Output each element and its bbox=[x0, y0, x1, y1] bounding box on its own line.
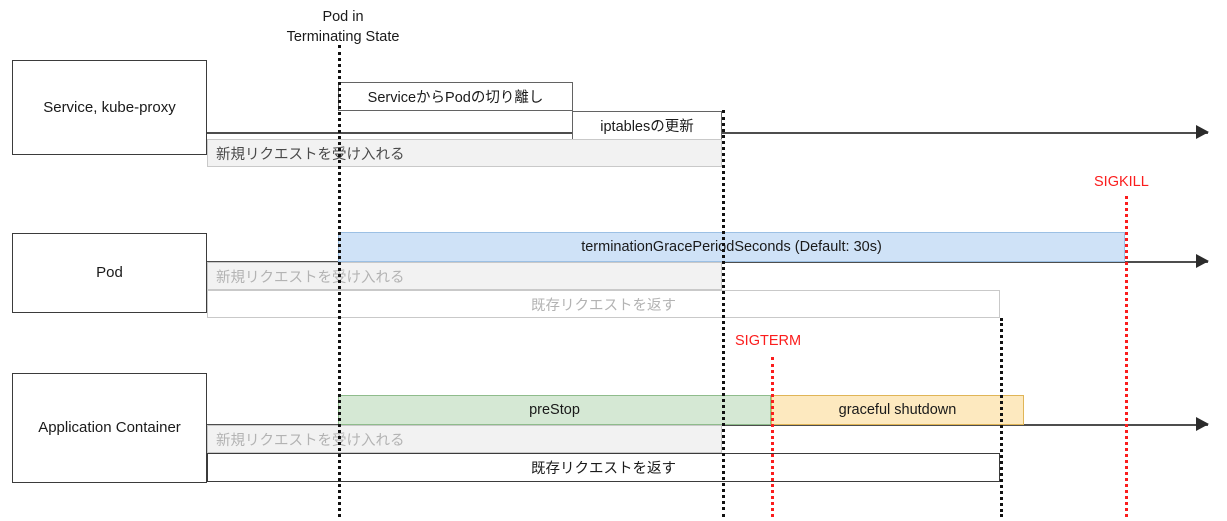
bar-service-accept-new-requests: 新規リクエストを受け入れる bbox=[207, 139, 722, 167]
lane-label-application-container: Application Container bbox=[12, 373, 207, 483]
marker-line-endpoint-removed bbox=[722, 110, 725, 517]
marker-line-prestop-end bbox=[1000, 318, 1003, 517]
marker-line-sigterm bbox=[771, 357, 774, 517]
bar-graceful-shutdown: graceful shutdown bbox=[771, 395, 1024, 425]
pod-terminating-state-annotation: Pod in Terminating State bbox=[286, 9, 400, 45]
sigkill-label: SIGKILL bbox=[1094, 174, 1149, 190]
marker-line-sigkill bbox=[1125, 196, 1128, 517]
lane-label-pod: Pod bbox=[12, 233, 207, 313]
bar-pod-accept-new-requests: 新規リクエストを受け入れる bbox=[207, 262, 722, 290]
marker-line-terminating-start bbox=[338, 45, 341, 517]
bar-pod-return-existing-requests: 既存リクエストを返す bbox=[207, 290, 1000, 318]
bar-pre-stop: preStop bbox=[338, 395, 771, 425]
lane-label-service-kube-proxy: Service, kube-proxy bbox=[12, 60, 207, 155]
timeline-arrow-service-icon bbox=[1196, 125, 1209, 139]
sigterm-label: SIGTERM bbox=[735, 333, 802, 349]
bar-termination-grace-period-seconds: terminationGracePeriodSeconds (Default: … bbox=[338, 232, 1125, 262]
timeline-arrow-application-container-icon bbox=[1196, 417, 1209, 431]
bar-service-detach-pod: ServiceからPodの切り離し bbox=[338, 82, 573, 111]
bar-container-return-existing-requests: 既存リクエストを返す bbox=[207, 453, 1000, 482]
bar-container-accept-new-requests: 新規リクエストを受け入れる bbox=[207, 425, 722, 453]
bar-iptables-update: iptablesの更新 bbox=[572, 111, 722, 140]
timeline-arrow-pod-icon bbox=[1196, 254, 1209, 268]
